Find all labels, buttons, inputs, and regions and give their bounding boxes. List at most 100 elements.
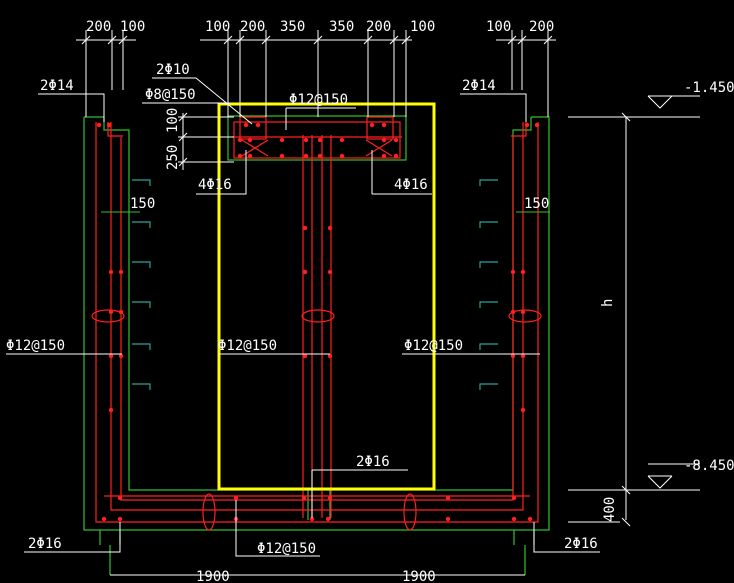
wall-tick [479,383,498,390]
rebar-dot [279,153,285,159]
wall-tick [132,301,151,308]
rebar-dot [117,495,123,501]
rebar-dot [339,137,345,143]
rebar-dot [301,495,307,501]
rebar-dot [118,309,124,315]
rebar-dot [233,495,239,501]
rebar-dot [117,516,123,522]
dimension-lines [6,30,700,576]
dim-top-center-200b: 200 [366,19,391,35]
rebar-dot [317,137,323,143]
rebar-dots [96,122,540,522]
rebar-dot [237,137,243,143]
rebar-dot [527,516,533,522]
rebar-dot [520,407,526,413]
rebar-dot [369,122,375,128]
elevation-top: -1.450 [684,80,734,96]
wall-tick [479,221,498,228]
rebar-dot [309,516,315,522]
wall-tick [132,343,151,350]
rebar-dot [303,137,309,143]
label-2phi16-bottom-left: 2Φ16 [28,536,62,552]
rebar-dot [327,225,333,231]
rebar-dot [520,309,526,315]
dim-top-left-200: 200 [86,19,111,35]
wall-tick [132,179,151,186]
dim-top-center-350b: 350 [329,19,354,35]
highlight-box [217,102,436,491]
rebar-dot [393,137,399,143]
rebar-dot [108,353,114,359]
dim-bottom-1900-left: 1900 [196,569,230,583]
rebar-dot [302,225,308,231]
dim-top-center-200a: 200 [240,19,265,35]
wall-tick-marks [132,179,498,390]
rebar-dot [327,353,333,359]
rebar-dot [381,122,387,128]
wall-tick [479,179,498,186]
label-2phi14-left: 2Φ14 [40,78,74,94]
rebar-dot [524,122,530,128]
dim-top-center-100b: 100 [410,19,435,35]
rebar-dot [247,153,253,159]
label-phi8-150: Φ8@150 [145,87,196,103]
rebar-dot [520,353,526,359]
dim-top-center-350a: 350 [280,19,305,35]
rebar-dot [381,137,387,143]
label-2phi14-right: 2Φ14 [462,78,496,94]
rebar-dot [445,495,451,501]
height-symbol-h: h [600,299,616,307]
rebar-dot [302,269,308,275]
rebar-dot [279,137,285,143]
rebar-lines [91,116,542,531]
rebar-dot [393,153,399,159]
wall-tick [132,261,151,268]
dim-top-left-100: 100 [120,19,145,35]
label-150-right: 150 [524,196,549,212]
wall-tick [132,383,151,390]
rebar-dot [108,407,114,413]
label-2phi16-center: 2Φ16 [356,454,390,470]
rebar-dot [96,122,102,128]
dim-beam-250: 250 [165,145,181,170]
dim-bottom-1900-right: 1900 [402,569,436,583]
label-phi12-150-right-wall: Φ12@150 [404,338,463,354]
rebar-dot [237,153,243,159]
wall-tick [479,343,498,350]
dim-slab-400: 400 [602,497,618,522]
rebar-dot [118,353,124,359]
rebar-dot [317,153,323,159]
label-4phi16-left: 4Φ16 [198,177,232,193]
dim-top-right-100: 100 [486,19,511,35]
label-4phi16-right: 4Φ16 [394,177,428,193]
rebar-dot [510,269,516,275]
text-labels: 200 100 100 200 350 350 200 100 100 200 … [6,19,734,583]
rebar-dot [381,153,387,159]
label-phi12-150-top: Φ12@150 [289,92,348,108]
rebar-dot [247,137,253,143]
label-2phi10: 2Φ10 [156,62,190,78]
rebar-dot [445,516,451,522]
rebar-dot [510,353,516,359]
dim-beam-100: 100 [165,108,181,133]
rebar-dot [118,269,124,275]
rebar-dot [339,153,345,159]
rebar-dot [511,516,517,522]
wall-tick [132,221,151,228]
wall-tick [479,301,498,308]
rebar-dot [534,122,540,128]
dim-top-center-100a: 100 [205,19,230,35]
label-phi12-150-left-wall: Φ12@150 [6,338,65,354]
rebar-dot [303,153,309,159]
rebar-dot [327,269,333,275]
wall-tick [479,261,498,268]
label-phi12-150-center-wall: Φ12@150 [218,338,277,354]
rebar-dot [302,353,308,359]
rebar-dot [243,122,249,128]
elevation-bottom: -8.450 [684,458,734,474]
rebar-dot [106,122,112,128]
concrete-outline [83,115,550,575]
dim-top-right-200: 200 [529,19,554,35]
rebar-dot [327,495,333,501]
